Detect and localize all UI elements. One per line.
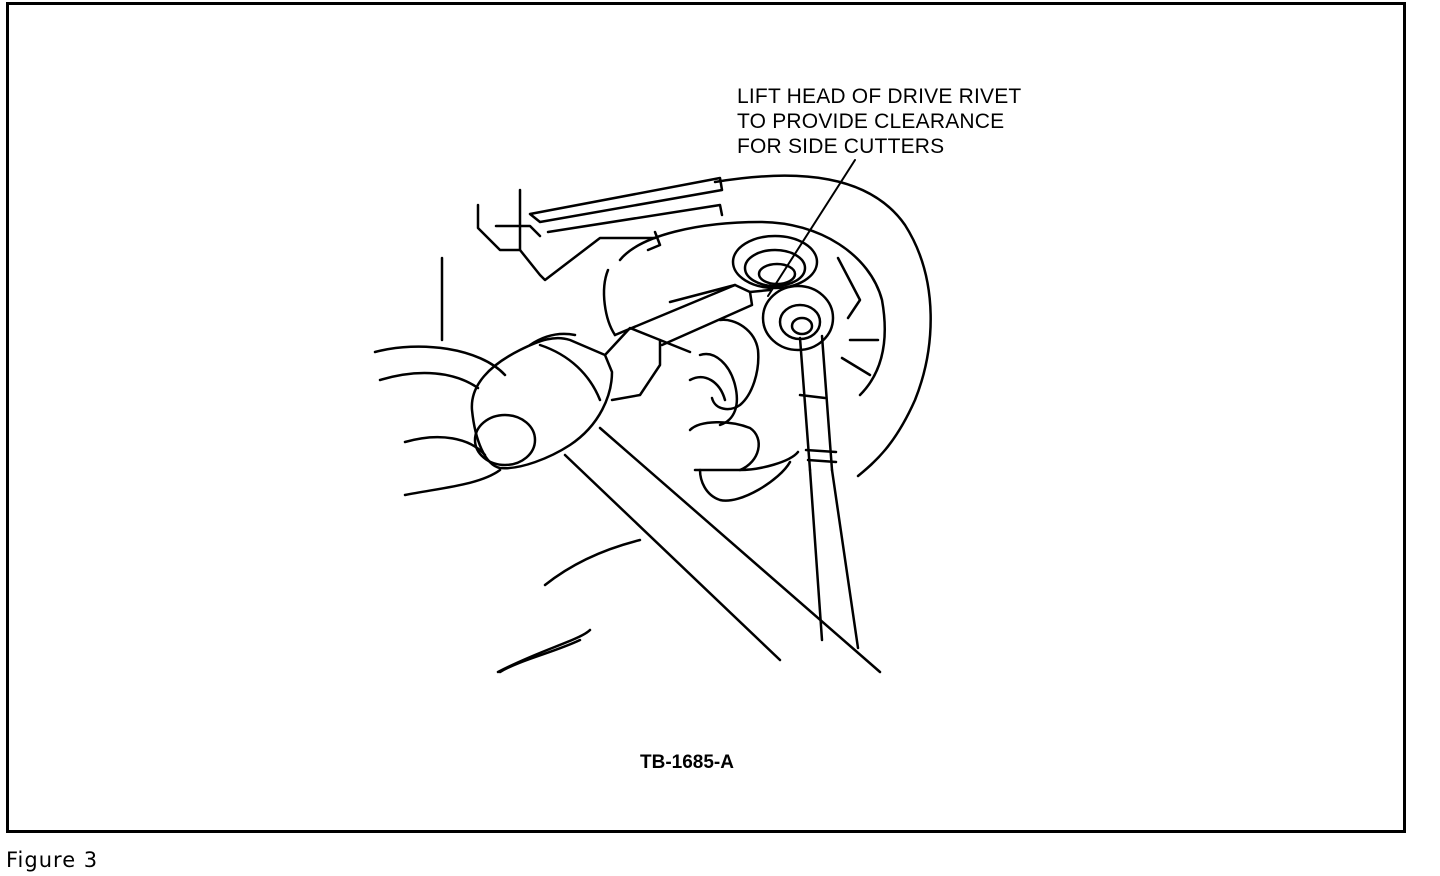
cable bbox=[498, 638, 582, 674]
flange-rib bbox=[836, 256, 862, 320]
flange-outline bbox=[618, 220, 886, 397]
callout-line-1: LIFT HEAD OF DRIVE RIVET bbox=[737, 85, 1022, 108]
shroud-outline bbox=[713, 174, 932, 478]
figure-id: TB-1685-A bbox=[640, 752, 734, 773]
punch-tool bbox=[613, 283, 772, 347]
figure-caption: Figure 3 bbox=[6, 848, 99, 872]
callout-leader bbox=[767, 159, 856, 297]
side-cutters bbox=[761, 284, 860, 650]
figure-frame bbox=[6, 2, 1406, 833]
callout-line-3: FOR SIDE CUTTERS bbox=[737, 135, 945, 158]
callout-line-2: TO PROVIDE CLEARANCE bbox=[737, 110, 1005, 133]
trim-bracket bbox=[476, 176, 724, 282]
drive-rivet bbox=[731, 234, 819, 290]
hammer bbox=[470, 326, 882, 674]
hand bbox=[373, 318, 800, 674]
